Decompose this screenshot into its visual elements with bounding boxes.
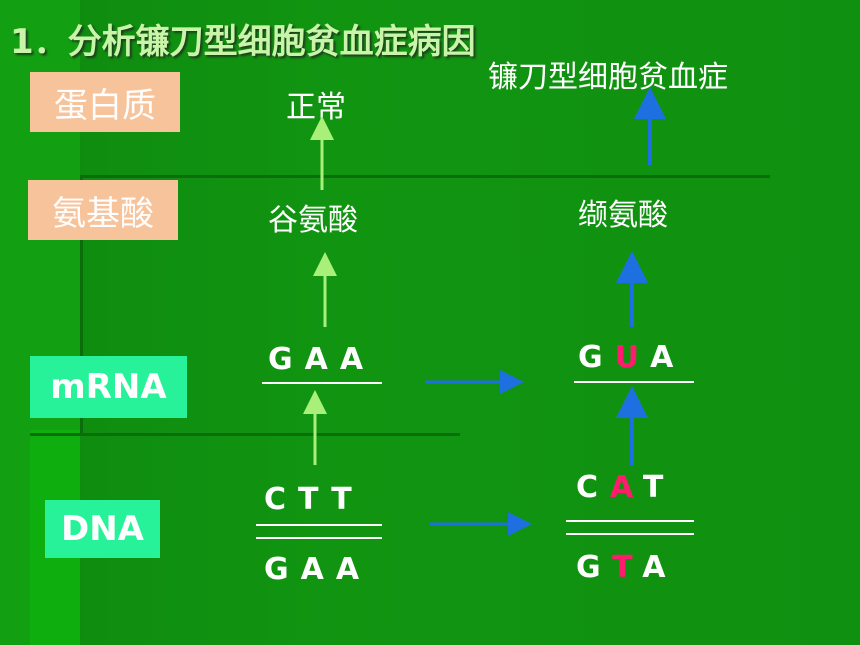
decor-line-2 xyxy=(80,175,83,435)
mutant-mrna-base-2-mutated: U xyxy=(614,340,651,375)
decor-line-1 xyxy=(80,175,770,178)
mutant-mrna: GUA xyxy=(578,340,685,375)
normal-dna-top-base-1: C xyxy=(264,482,299,517)
amino-acid-label: 氨基酸 xyxy=(28,180,178,240)
decor-line-3 xyxy=(30,433,460,436)
mutant-dna-bottom-base-2-mutated: T xyxy=(612,550,643,585)
mutant-dna-top: CAT xyxy=(576,470,675,505)
normal-mrna-strand-line xyxy=(262,382,382,384)
normal-mrna-base-2: A xyxy=(304,342,340,377)
normal-dna-bottom-base-1: G xyxy=(264,552,301,587)
mutant-dna-top-base-2-mutated: A xyxy=(610,470,643,505)
normal-mrna-base-1: G xyxy=(268,342,305,377)
mutant-protein: 镰刀型细胞贫血症 xyxy=(488,60,728,95)
mutant-dna-line-2 xyxy=(566,533,694,535)
normal-mrna-base-3: A xyxy=(339,342,376,377)
normal-dna-line-1 xyxy=(256,524,382,526)
normal-dna-line-2 xyxy=(256,537,382,539)
mutant-mrna-base-3: A xyxy=(650,340,686,375)
mutant-mrna-base-1: G xyxy=(578,340,615,375)
mrna-label: mRNA xyxy=(30,356,187,418)
mutant-amino-acid: 缬氨酸 xyxy=(578,198,668,233)
mutant-dna-line-1 xyxy=(566,520,694,522)
normal-dna-top-base-3: T xyxy=(331,482,364,517)
mutant-dna-bottom-base-1: G xyxy=(576,550,613,585)
mutant-mrna-strand-line xyxy=(574,381,694,383)
normal-amino-acid: 谷氨酸 xyxy=(268,203,358,238)
protein-label: 蛋白质 xyxy=(30,72,180,132)
mutant-dna-top-base-1: C xyxy=(576,470,611,505)
slide-title: 1．分析镰刀型细胞贫血症病因 xyxy=(10,22,476,62)
normal-dna-top-base-2: T xyxy=(298,482,332,517)
dna-label: DNA xyxy=(45,500,160,558)
mutant-dna-bottom: GTA xyxy=(576,550,677,585)
normal-dna-bottom-base-3: A xyxy=(335,552,372,587)
normal-dna-bottom-base-2: A xyxy=(300,552,336,587)
normal-mrna: GAA xyxy=(268,342,375,377)
normal-dna-top: CTT xyxy=(264,482,364,517)
normal-dna-bottom: GAA xyxy=(264,552,371,587)
mutant-dna-bottom-base-3: A xyxy=(642,550,678,585)
mutant-dna-top-base-3: T xyxy=(642,470,676,505)
